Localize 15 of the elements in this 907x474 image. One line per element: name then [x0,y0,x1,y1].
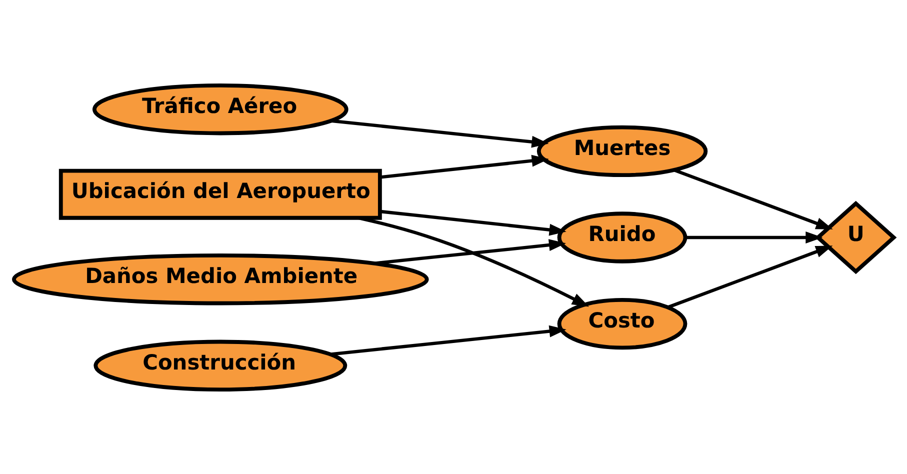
arrow [379,154,548,178]
node-box: Ubicación del Aeropuerto [58,168,382,220]
node-ellipse: Daños Medio Ambiente [12,253,428,305]
node-ellipse: Construcción [93,339,347,391]
arrow [330,118,548,148]
node-ellipse: Ruido [556,211,687,263]
node-ellipse: Costo [556,297,687,350]
arrow [673,168,832,229]
node-ellipse: Tráfico Aéreo [92,83,348,135]
arrow [667,245,832,308]
arrow [684,231,822,243]
arrow [374,238,566,264]
node-ellipse: Muertes [536,124,708,177]
arrow [379,209,566,236]
arrow [330,324,566,356]
